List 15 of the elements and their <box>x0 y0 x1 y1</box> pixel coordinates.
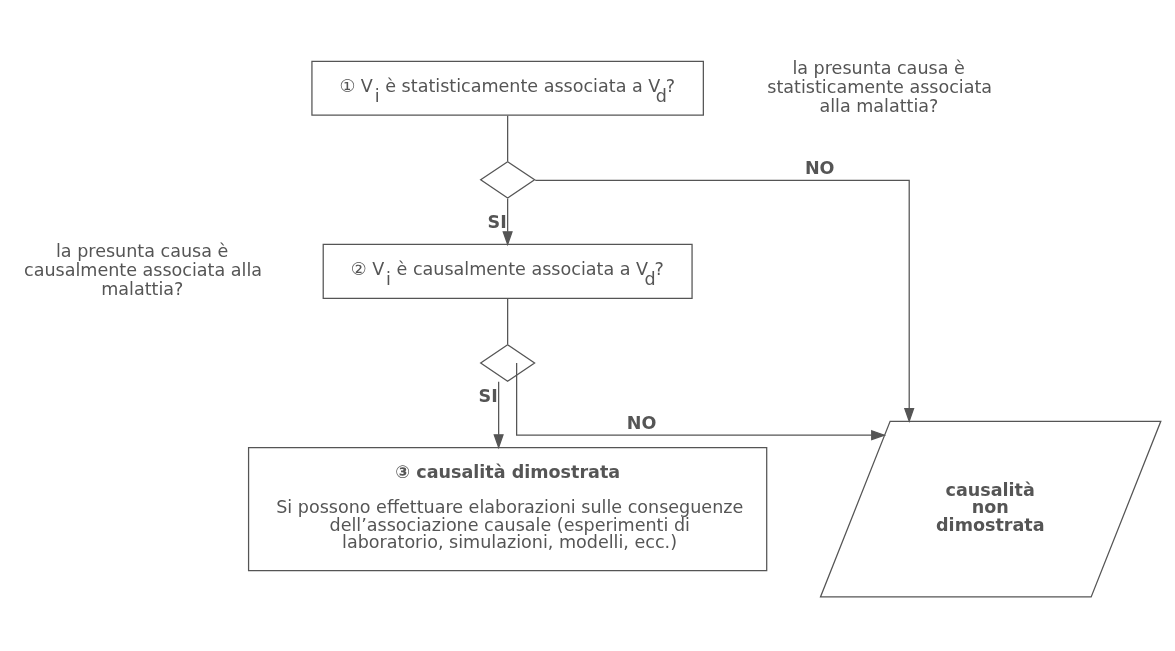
arrow <box>493 380 504 449</box>
arrow <box>502 197 513 246</box>
arrow <box>516 361 887 440</box>
node-box: ③ causalità dimostrata Si possono effettuare elaborazioni sulle conseguenze dell’associazione causale (esperimenti di laboratorio, simulazioni, modelli, ecc.) <box>247 446 768 571</box>
edge-label: NO <box>626 412 657 433</box>
connector <box>507 297 509 345</box>
node-label: la presunta causa è statisticamente associata alla malattia? <box>767 57 993 116</box>
node-diamond <box>479 160 536 199</box>
edge-label: SI <box>487 211 507 232</box>
arrow <box>534 179 915 423</box>
edge-label: NO <box>804 157 835 178</box>
node-diamond <box>479 343 536 382</box>
node-label: la presunta causa è causalmente associata alla malattia? <box>24 240 263 299</box>
edge-label: SI <box>478 385 498 406</box>
connector <box>507 114 509 162</box>
